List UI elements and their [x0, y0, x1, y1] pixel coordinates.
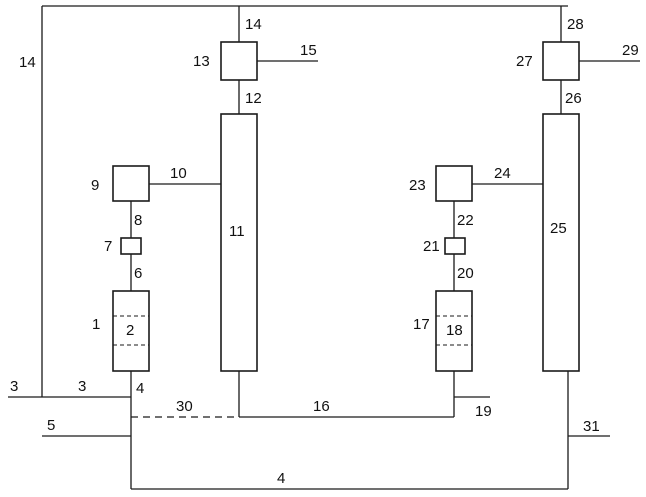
label-6: 6: [134, 265, 142, 282]
label-27: 27: [516, 53, 533, 70]
label-26: 26: [565, 90, 582, 107]
unit-27-box: [543, 42, 579, 80]
label-5: 5: [47, 417, 55, 434]
label-1: 1: [92, 316, 100, 333]
label-29: 29: [622, 42, 639, 59]
unit-7-box: [121, 238, 141, 254]
label-28: 28: [567, 16, 584, 33]
unit-9-box: [113, 166, 149, 201]
label-24: 24: [494, 165, 511, 182]
label-11: 11: [229, 223, 245, 240]
label-30: 30: [176, 398, 193, 415]
unit-13-box: [221, 42, 257, 80]
label-13: 13: [193, 53, 210, 70]
label-4-bottom: 4: [277, 470, 285, 487]
label-21: 21: [423, 238, 440, 255]
column-11-box: [221, 114, 257, 371]
label-7: 7: [104, 238, 112, 255]
label-22: 22: [457, 212, 474, 229]
label-31: 31: [583, 418, 600, 435]
label-9: 9: [91, 177, 99, 194]
label-17: 17: [413, 316, 430, 333]
column-25-box: [543, 114, 579, 371]
label-14-top: 14: [245, 16, 262, 33]
unit-21-box: [445, 238, 465, 254]
label-25: 25: [550, 220, 567, 237]
label-10: 10: [170, 165, 187, 182]
label-2: 2: [126, 322, 134, 339]
label-19: 19: [475, 403, 492, 420]
label-15: 15: [300, 42, 317, 59]
unit-23-box: [436, 166, 472, 201]
label-8: 8: [134, 212, 142, 229]
label-3-right: 3: [78, 378, 86, 395]
label-16: 16: [313, 398, 330, 415]
label-12: 12: [245, 90, 262, 107]
label-23: 23: [409, 177, 426, 194]
label-4-top: 4: [136, 380, 144, 397]
label-20: 20: [457, 265, 474, 282]
label-14-left: 14: [19, 54, 36, 71]
label-3-left: 3: [10, 378, 18, 395]
label-18: 18: [446, 322, 463, 339]
